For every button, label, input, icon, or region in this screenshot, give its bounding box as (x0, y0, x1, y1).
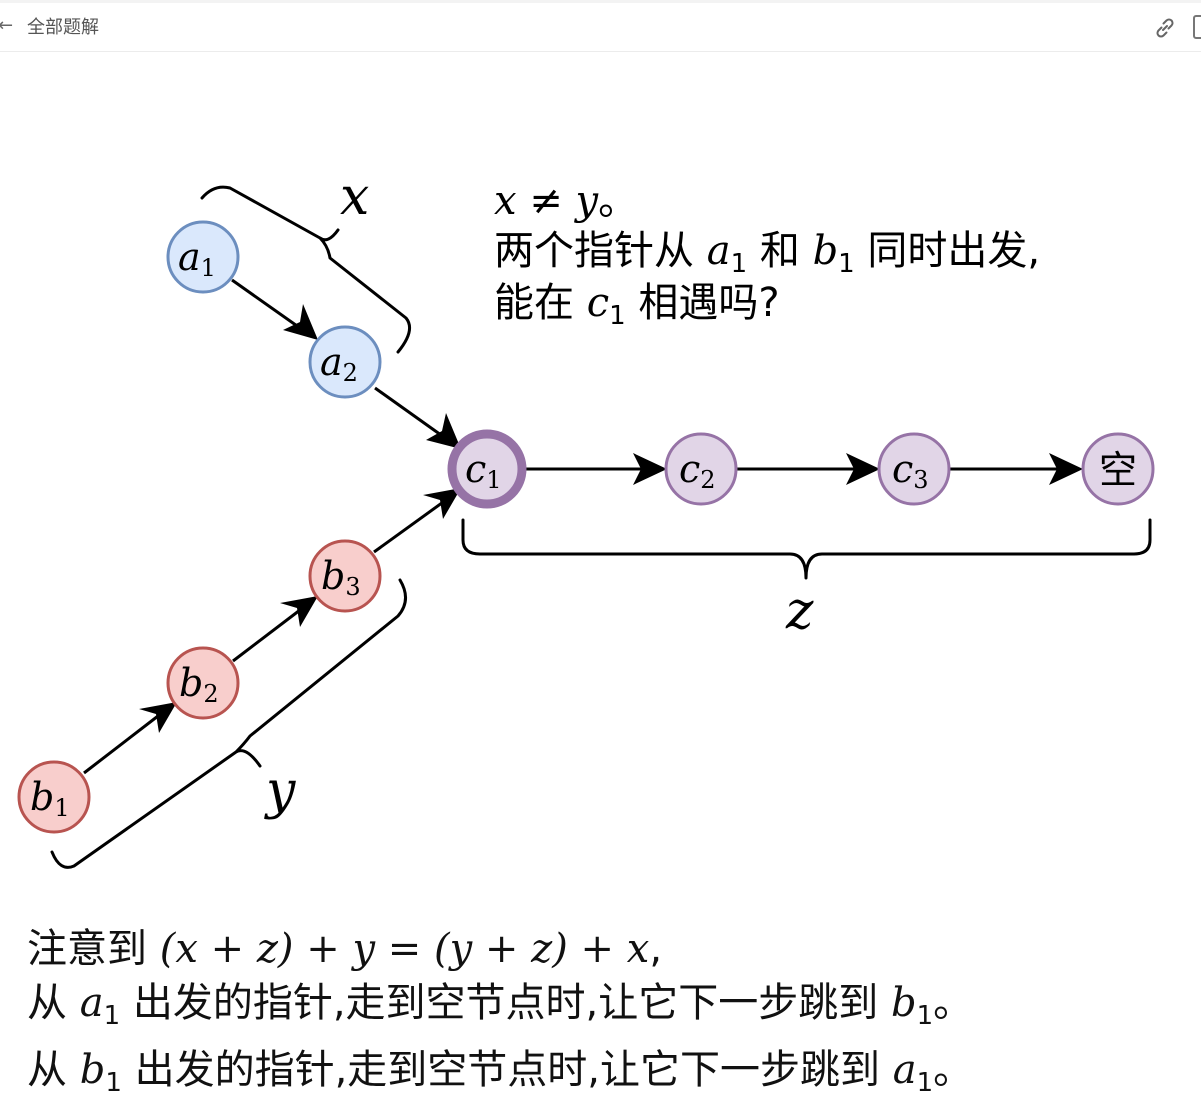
solution-explanation: 注意到 (x + z) + y = (y + z) + x, 从 a1 出发的指… (27, 922, 1197, 1110)
arrowhead-c3-null (1049, 453, 1083, 485)
top-divider (0, 0, 1201, 3)
brace-x (200, 185, 412, 354)
brace-z (461, 518, 1152, 580)
svg-text:c3: c3 (892, 447, 929, 494)
node-a1: a1 (166, 220, 240, 294)
node-c1: c1 (447, 429, 527, 509)
svg-text:a1: a1 (178, 235, 216, 282)
back-arrow-icon[interactable]: ← (0, 15, 14, 36)
brace-label-y: y (264, 761, 296, 821)
link-icon[interactable] (1152, 15, 1178, 41)
node-b2: b2 (166, 646, 240, 720)
svg-text:a2: a2 (320, 340, 358, 387)
node-b1: b1 (17, 760, 91, 834)
node-c3: c3 (877, 432, 951, 506)
braces (50, 185, 1152, 869)
svg-text:c2: c2 (679, 447, 716, 494)
breadcrumb-all-solutions[interactable]: 全部题解 (27, 17, 99, 38)
node-c2: c2 (664, 432, 738, 506)
note-line-1: x ≠ y。 (494, 178, 638, 224)
edge-a1-a2 (231, 278, 301, 330)
edge-b2-b3 (232, 608, 301, 663)
brace-label-z: z (785, 581, 814, 641)
arrowheads (139, 304, 1083, 733)
node-b3: b3 (308, 539, 382, 613)
svg-text:c1: c1 (465, 447, 502, 494)
brace-label-x: x (340, 167, 369, 227)
explanation-line-3: 从 b1 出发的指针,走到空节点时,让它下一步跳到 a1。 (27, 1047, 974, 1098)
explanation-line-2: 从 a1 出发的指针,走到空节点时,让它下一步跳到 b1。 (27, 980, 974, 1031)
edge-a2-c1 (374, 386, 449, 442)
explanation-line-1: 注意到 (x + z) + y = (y + z) + x, (27, 926, 663, 972)
node-null: 空 (1081, 432, 1155, 506)
svg-text:空: 空 (1099, 448, 1137, 492)
note-line-3: 能在 c1 相遇吗? (494, 280, 780, 331)
note-line-2: 两个指针从 a1 和 b1 同时出发, (494, 228, 1040, 279)
linked-list-diagram: x y z a1 a2 b1 b2 b3 c1 c2 c3 空 x ≠ y。 两… (17, 167, 1155, 869)
svg-text:b1: b1 (30, 775, 70, 822)
arrowhead-c2-c3 (846, 453, 880, 485)
diagram-note: x ≠ y。 两个指针从 a1 和 b1 同时出发, 能在 c1 相遇吗? (494, 178, 1040, 331)
brace-y (50, 578, 407, 869)
top-bar: ← 全部题解 (0, 0, 1201, 52)
panel-toggle-icon[interactable] (1193, 15, 1201, 39)
arrowhead-b2-b3 (280, 596, 318, 627)
arrowhead-b3-c1 (423, 488, 461, 519)
edges (83, 278, 1063, 775)
svg-text:b3: b3 (321, 554, 361, 601)
svg-text:b2: b2 (179, 661, 219, 708)
arrowhead-a1-a2 (283, 304, 318, 340)
arrowhead-c1-c2 (633, 453, 667, 485)
node-a2: a2 (308, 325, 382, 399)
arrowhead-b1-b2 (139, 702, 177, 733)
arrowhead-a2-c1 (426, 413, 461, 449)
edge-b1-b2 (83, 714, 159, 775)
edge-b3-c1 (373, 498, 447, 554)
